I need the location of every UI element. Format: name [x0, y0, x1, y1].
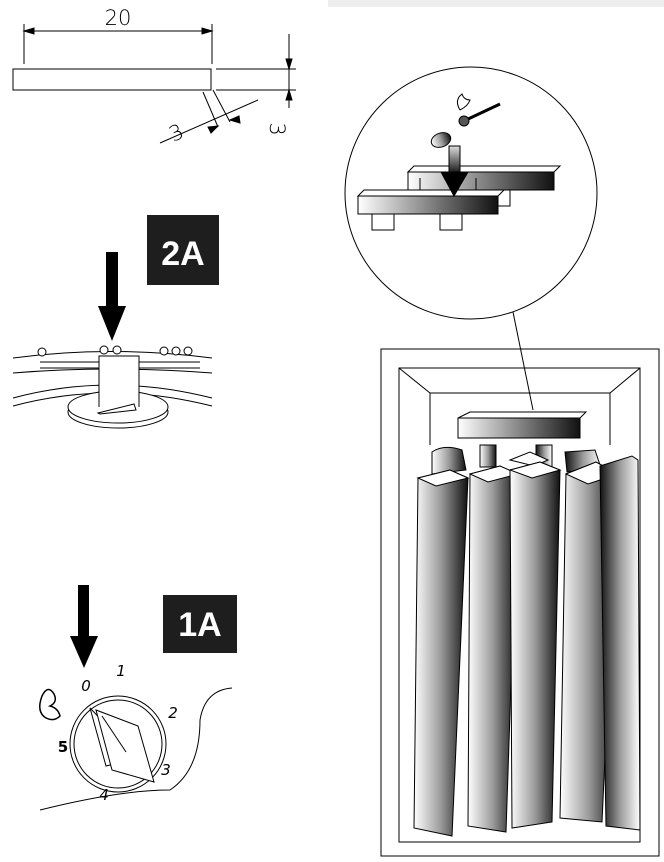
- knob-position-1: 1: [116, 662, 126, 680]
- width-dimension-line: [159, 99, 259, 144]
- knob-position-3: 3: [161, 761, 171, 779]
- knob-position-2: 2: [168, 704, 178, 722]
- flame-icon: [456, 93, 471, 111]
- step-2a-badge: [147, 215, 219, 285]
- knob-position-4: 4: [99, 786, 109, 804]
- stove-illustration: [380, 311, 660, 857]
- knob-position-5: 5: [58, 738, 68, 756]
- knob-position-0: 0: [81, 677, 91, 695]
- dimension-length-label: 20: [105, 6, 132, 30]
- step-1a-badge: [163, 595, 237, 653]
- lighter-block: [12, 68, 212, 91]
- down-arrow-icon: [440, 145, 469, 198]
- match-icon: [465, 102, 501, 122]
- down-arrow-icon: [70, 585, 98, 668]
- dimension-drawing: [12, 24, 296, 144]
- step-2a-label: 2A: [161, 235, 204, 273]
- fire-lighter-icon: [430, 132, 452, 148]
- flame-icon: [39, 688, 61, 721]
- step-1a-label: 1A: [178, 606, 221, 644]
- header-bar: [328, 0, 664, 7]
- magnified-detail: [344, 66, 598, 320]
- step-2a-illustration: [12, 215, 219, 429]
- down-arrow-icon: [98, 252, 126, 341]
- dimension-height-label: 3: [265, 122, 289, 135]
- step-1a-illustration: [39, 585, 237, 811]
